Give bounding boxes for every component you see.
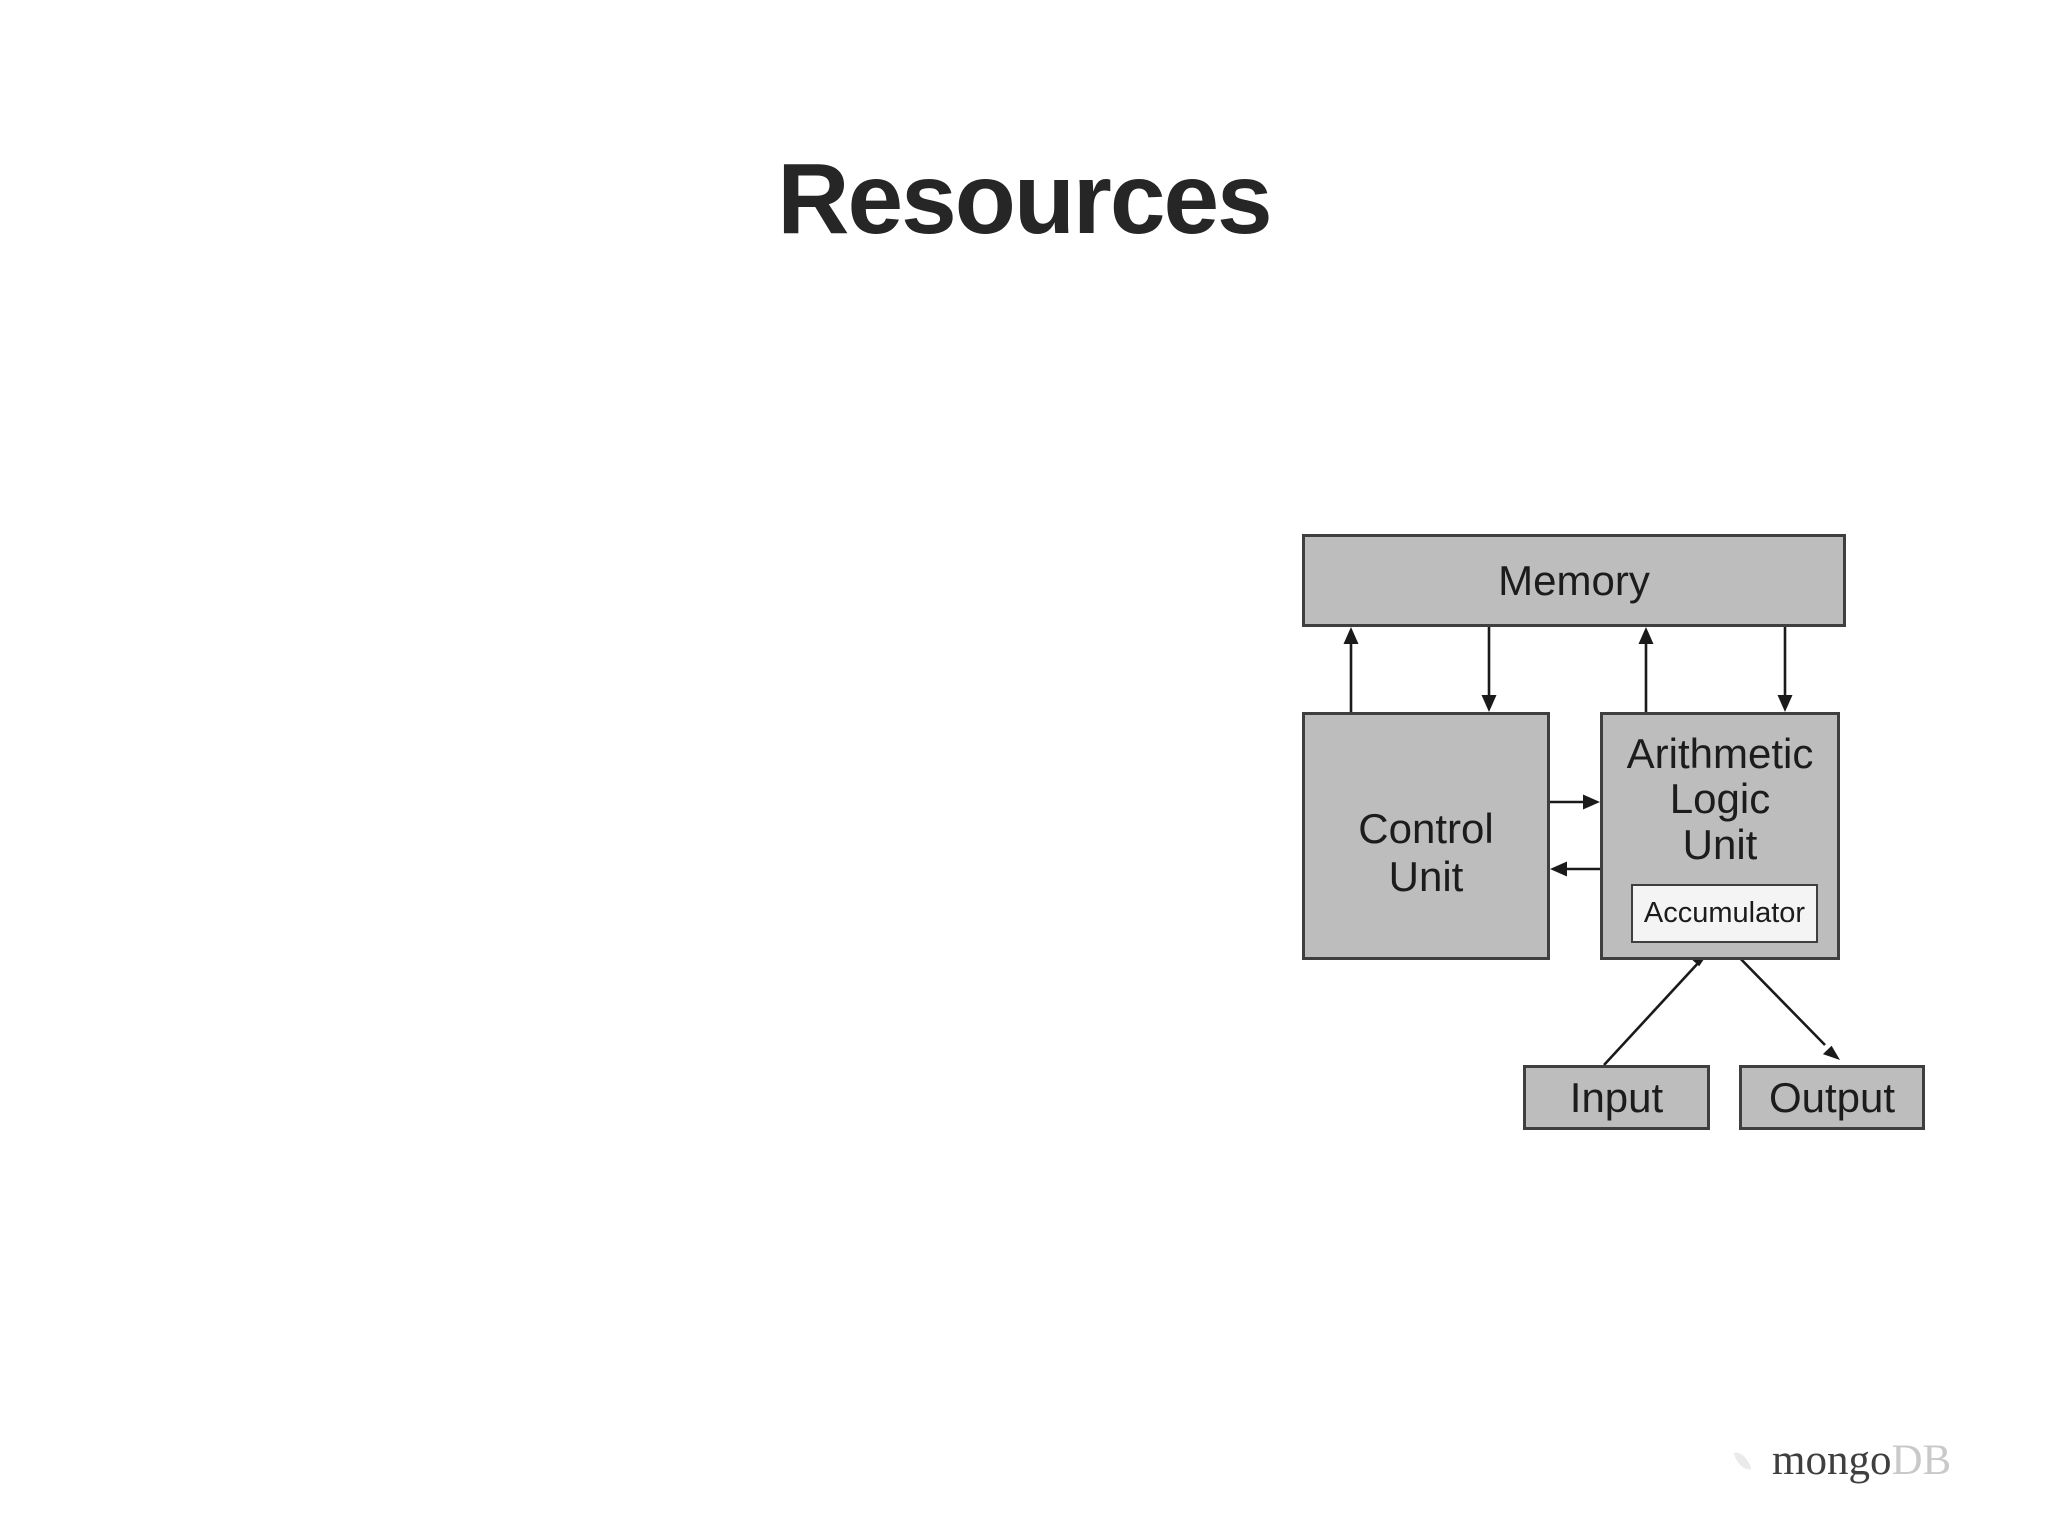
logo-mongo: mongo	[1772, 1437, 1892, 1484]
input-label: Input	[1569, 1073, 1664, 1121]
mongodb-leaf-icon	[1733, 1449, 1752, 1473]
mongodb-logo-text: mongoDB	[1772, 1437, 1951, 1484]
diagram-node-memory: Memory	[1302, 534, 1846, 627]
output-label: Output	[1768, 1073, 1896, 1121]
architecture-diagram: Memory Control Unit Arithmetic Logic Uni…	[1300, 530, 1932, 1140]
diagram-node-output: Output	[1739, 1065, 1925, 1130]
diagram-node-control-unit: Control Unit	[1302, 712, 1550, 960]
page-title: Resources	[777, 143, 1272, 255]
control-unit-label: Control Unit	[1358, 805, 1494, 900]
alu-label: Arithmetic Logic Unit	[1626, 730, 1814, 868]
diagram-node-accumulator: Accumulator	[1631, 884, 1818, 943]
accumulator-label: Accumulator	[1643, 896, 1806, 929]
diagram-node-input: Input	[1523, 1065, 1710, 1130]
memory-label: Memory	[1498, 556, 1650, 604]
mongodb-logo: mongoDB	[1733, 1437, 1951, 1491]
logo-db: DB	[1891, 1437, 1952, 1484]
